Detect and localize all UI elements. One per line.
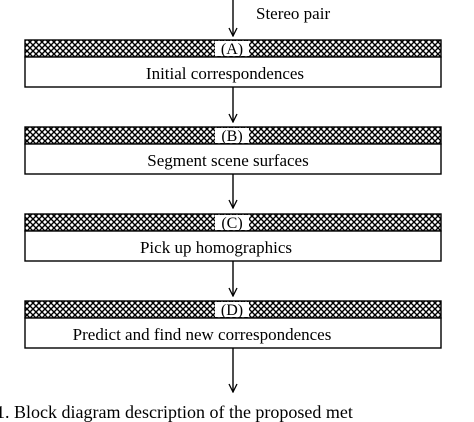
step-c-block: (C) Pick up homographics [24,213,442,262]
step-d-box [24,317,442,349]
step-a-label: Initial correspondences [146,64,304,83]
step-d-tag: (D) [221,302,243,319]
step-d-label: Predict and find new correspondences [73,325,332,344]
step-b-block: (B) Segment scene surfaces [24,126,442,175]
step-c-box [24,230,442,262]
step-d-block: (D) Predict and find new correspondences [24,300,442,349]
step-b-box [24,143,442,175]
step-c-tag: (C) [221,215,242,232]
step-b-tag: (B) [221,128,242,145]
figure-caption: 1. Block diagram description of the prop… [0,402,353,422]
input-label: Stereo pair [256,4,330,23]
step-a-block: (A) Initial correspondences [24,39,442,88]
step-c-label: Pick up homographics [140,238,292,257]
step-b-label: Segment scene surfaces [147,151,308,170]
step-a-tag: (A) [221,41,243,58]
